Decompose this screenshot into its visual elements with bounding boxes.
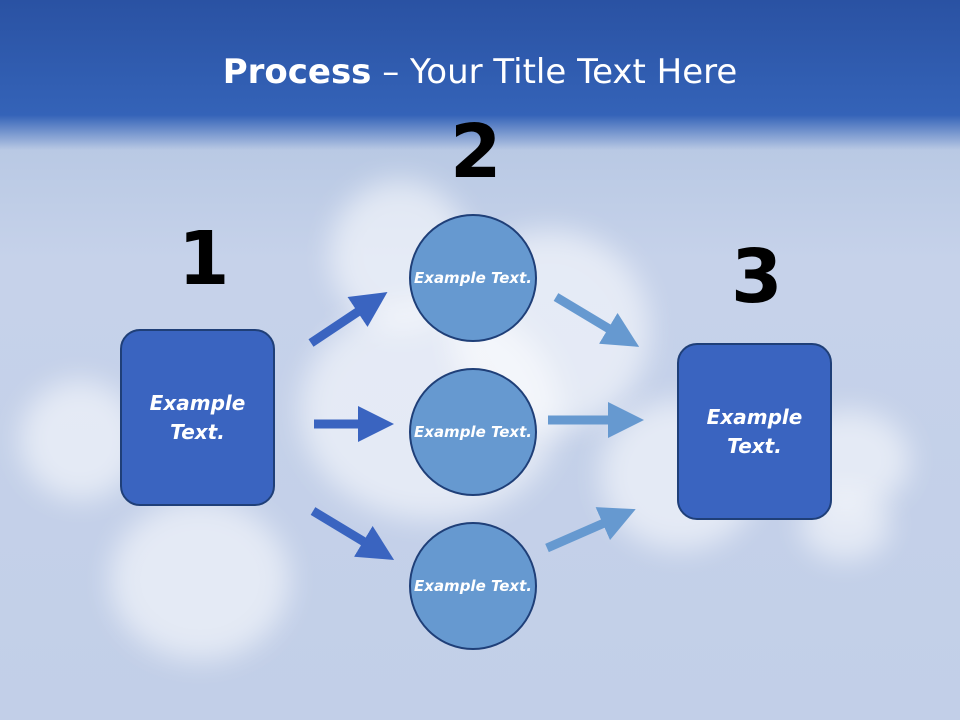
step-1-label: Example Text. <box>149 390 246 444</box>
step-number-2: 2 <box>450 109 502 195</box>
step-2-label: Example Text. <box>414 576 532 595</box>
title-bold: Process <box>222 52 372 92</box>
step-2-circle-top: Example Text. <box>409 214 537 342</box>
arrow-1-to-2-bottom <box>310 507 395 560</box>
step-3-label: Example Text. <box>706 404 803 458</box>
step-3-box: Example Text. <box>677 343 832 520</box>
step-2-circle-middle: Example Text. <box>409 368 537 496</box>
step-2-label: Example Text. <box>414 422 532 441</box>
slide-title: Process – Your Title Text Here <box>0 52 960 92</box>
step-2-circle-bottom: Example Text. <box>409 522 537 650</box>
arrow-2-to-3-top <box>553 293 640 347</box>
title-rest: – Your Title Text Here <box>371 52 738 92</box>
cloud-decoration <box>110 500 290 660</box>
step-number-1: 1 <box>178 216 230 302</box>
step-2-label: Example Text. <box>414 268 532 287</box>
step-number-3: 3 <box>731 234 783 320</box>
step-1-box: Example Text. <box>120 329 275 506</box>
arrow-2-to-3-bottom <box>545 507 636 553</box>
arrow-1-to-2-top <box>308 292 388 347</box>
